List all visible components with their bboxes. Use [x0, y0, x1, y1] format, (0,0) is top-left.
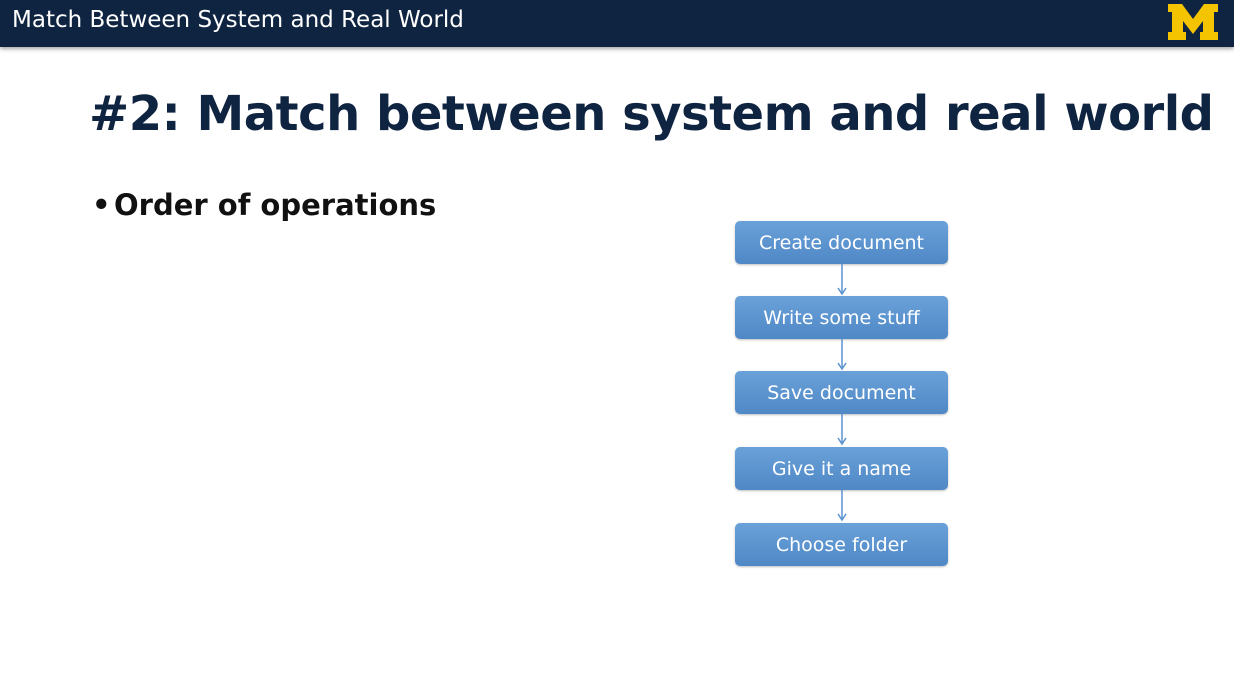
flow-step-save-document: Save document: [735, 371, 948, 414]
flow-step-write-some-stuff: Write some stuff: [735, 296, 948, 339]
flow-arrow: [837, 339, 847, 371]
slide-title: #2: Match between system and real world: [89, 86, 1214, 142]
bullet-text: Order of operations: [114, 188, 437, 222]
university-m-logo: [1168, 4, 1218, 40]
bullet-item: •Order of operations: [92, 188, 436, 222]
bullet-dot: •: [92, 188, 111, 222]
flow-step-choose-folder: Choose folder: [735, 523, 948, 566]
flow-arrow: [837, 490, 847, 522]
flow-step-create-document: Create document: [735, 221, 948, 264]
header-title: Match Between System and Real World: [12, 7, 464, 33]
header-bar: Match Between System and Real World: [0, 0, 1234, 47]
flow-arrow: [837, 264, 847, 296]
flow-arrow: [837, 414, 847, 446]
flow-step-give-it-a-name: Give it a name: [735, 447, 948, 490]
